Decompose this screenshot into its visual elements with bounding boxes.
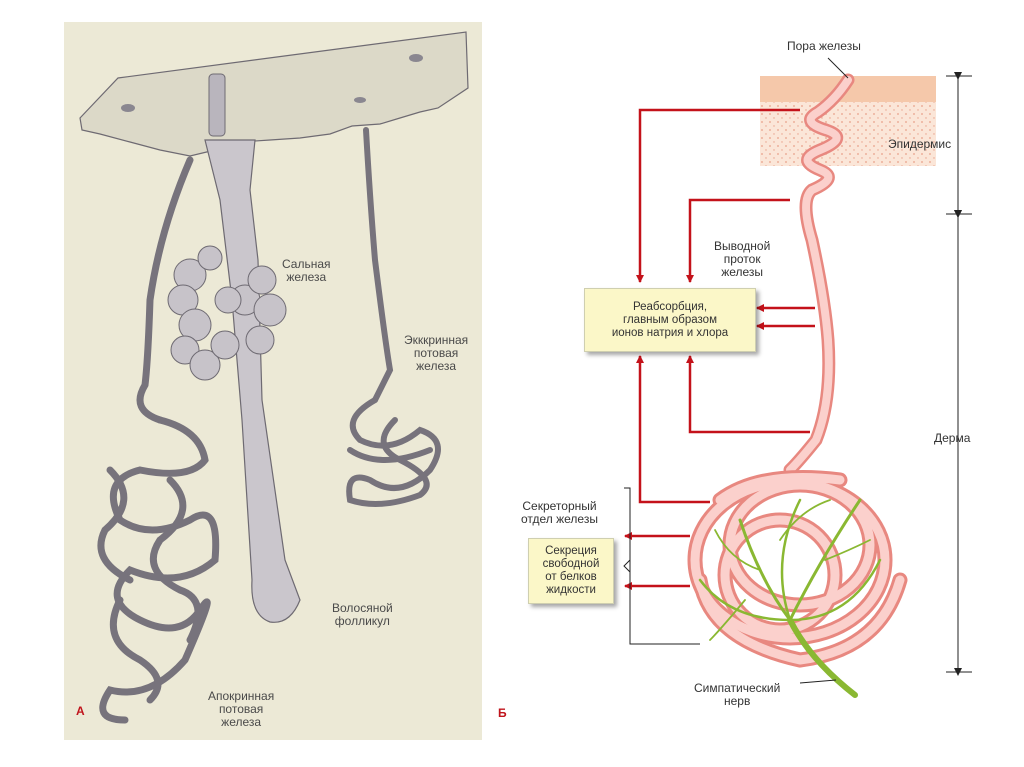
secretory-coil xyxy=(687,470,908,668)
sebaceous-gland-drawing xyxy=(167,245,287,381)
hair-follicle-label: Волосяной фолликул xyxy=(332,601,393,628)
hair-shaft xyxy=(208,73,226,137)
sebaceous-gland-label: Сальная железа xyxy=(282,257,331,284)
skin-slab xyxy=(79,31,469,157)
panel-b-illustration xyxy=(623,57,972,698)
dermis-label: Дерма xyxy=(934,431,971,445)
gland-pore-label: Пора железы xyxy=(787,39,861,53)
secretion-arrows xyxy=(624,532,690,590)
panel-a-illustration xyxy=(64,22,482,740)
eccrine-gland-drawing xyxy=(346,127,441,507)
layer-measure-bars xyxy=(946,72,972,676)
hair-follicle xyxy=(204,139,301,623)
secretory-bracket xyxy=(624,487,700,645)
leader-lines xyxy=(799,57,849,684)
reabsorption-box: Реабсорбция, главным образом ионов натри… xyxy=(584,288,756,352)
eccrine-gland-label: Экккринная потовая железа xyxy=(404,333,469,373)
secretion-text: Секреция свободной от белков жидкости xyxy=(542,545,600,596)
reabsorption-text: Реабсорбция, главным образом ионов натри… xyxy=(611,300,729,339)
sympathetic-nerve-drawing xyxy=(698,498,882,698)
reabsorption-arrows xyxy=(636,108,815,504)
secretion-box: Секреция свободной от белков жидкости xyxy=(528,538,614,604)
sympathetic-nerve-label: Симпатический нерв xyxy=(694,681,781,708)
apocrine-gland-drawing xyxy=(97,156,220,724)
panel-a-letter: А xyxy=(76,704,85,718)
secretory-part-label: Секреторный отдел железы xyxy=(521,499,598,526)
excretory-duct-label: Выводной проток железы xyxy=(714,239,771,279)
apocrine-gland-label: Апокринная потовая железа xyxy=(208,689,275,729)
panel-b-letter: Б xyxy=(498,706,507,720)
epidermis-label: Эпидермис xyxy=(888,137,952,151)
